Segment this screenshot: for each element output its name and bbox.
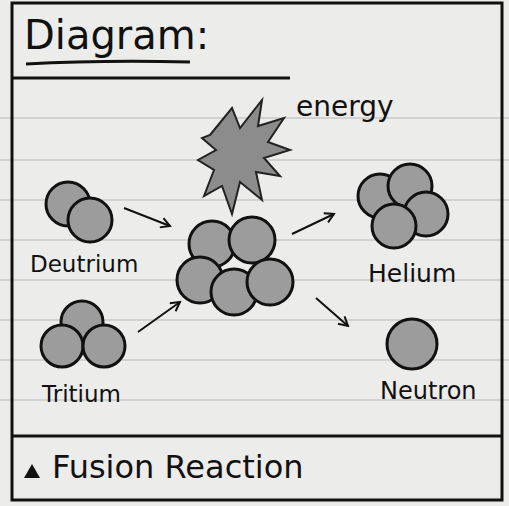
particle-label: Tritium bbox=[40, 380, 123, 410]
particle-name: Deutrium bbox=[30, 252, 139, 277]
particle-name: energy bbox=[296, 92, 394, 123]
figure-caption: Fusion Reaction bbox=[52, 448, 304, 486]
frame bbox=[12, 3, 502, 500]
particle-name: Helium bbox=[368, 260, 457, 288]
particle-name: Neutron bbox=[380, 378, 477, 404]
particle-name: Tritium bbox=[42, 382, 121, 407]
particle-label: Deutrium bbox=[28, 250, 141, 280]
diagram-title: Diagram: bbox=[24, 12, 209, 58]
particle-label: Helium bbox=[366, 258, 459, 290]
particle-label: energy bbox=[294, 90, 396, 125]
title-underline bbox=[26, 61, 190, 64]
energy-burst bbox=[198, 100, 290, 214]
caption-triangle bbox=[24, 464, 40, 478]
particle-label: Neutron bbox=[378, 376, 479, 407]
reaction-arrows bbox=[124, 208, 348, 332]
